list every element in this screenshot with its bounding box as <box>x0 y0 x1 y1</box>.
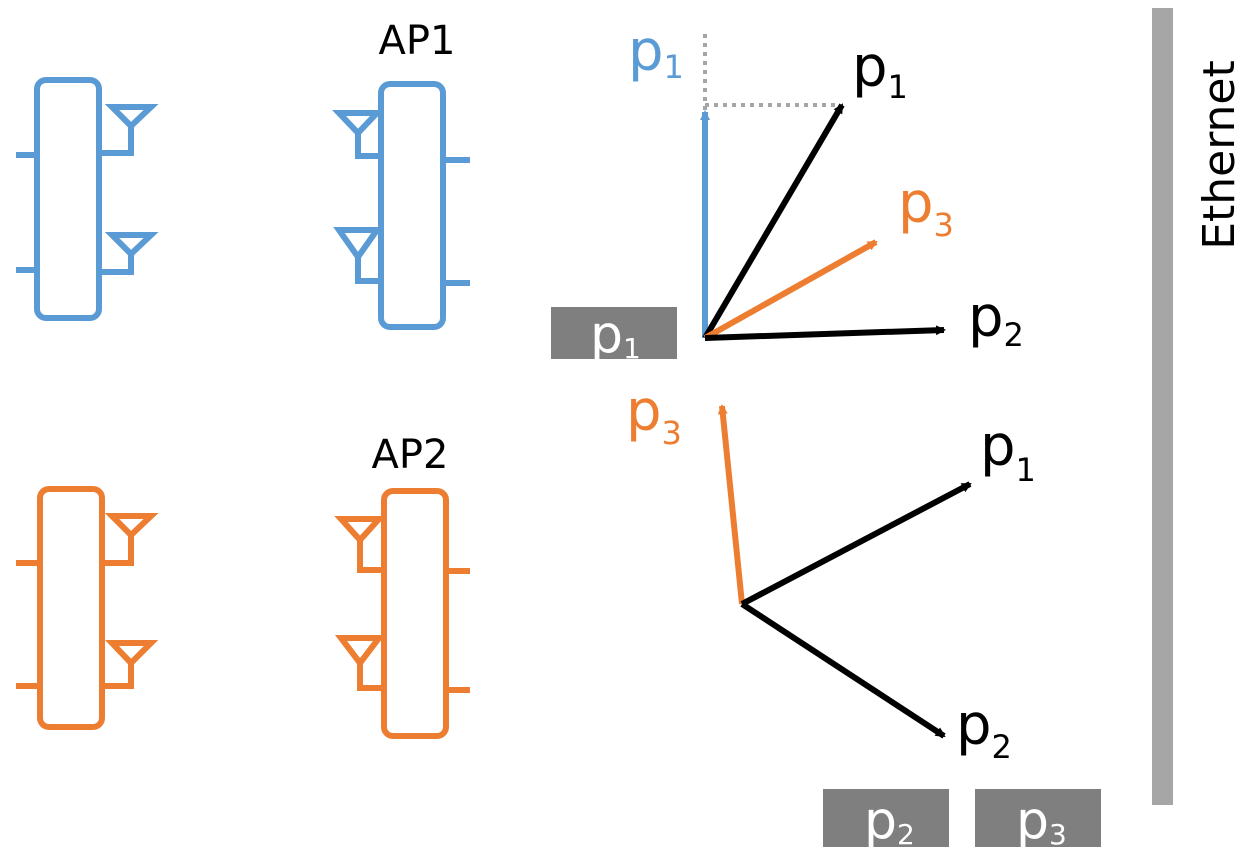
vector-arrow-orange-p3 <box>703 239 878 341</box>
blue-client-device <box>16 77 159 321</box>
vector-arrow-orange-p3 <box>717 404 745 605</box>
packet-box-p2-label: p2 <box>864 791 915 847</box>
vector-label-black-p1: p1 <box>852 35 908 106</box>
vector-label-orange-p3: p3 <box>898 171 954 244</box>
antenna-icon <box>334 635 386 691</box>
antenna-icon <box>102 640 159 689</box>
ethernet-label: Ethernet <box>1194 60 1245 250</box>
vector-label-black-p1: p1 <box>980 414 1036 489</box>
vector-label-black-p2: p2 <box>968 285 1024 354</box>
antenna-icon <box>332 110 384 159</box>
vector-label-black-p2: p2 <box>956 693 1012 766</box>
antenna-icon <box>334 516 386 573</box>
ap1-label: AP1 <box>379 18 456 64</box>
packet-box-p1: p1 <box>551 305 677 365</box>
antenna-icon <box>99 104 159 156</box>
antenna-icon <box>333 227 383 284</box>
vector-arrow-black-p1 <box>740 481 972 607</box>
packet-box-p1-label: p1 <box>590 305 641 365</box>
vector-label-orange-p3: p3 <box>626 379 682 452</box>
ethernet-bar <box>1152 8 1173 805</box>
packet-box-p3: p3 <box>975 789 1101 847</box>
ap1-device <box>332 81 470 330</box>
bottom-vector-diagram: p3 p1 p2 <box>626 379 1036 766</box>
antenna-icon <box>102 513 159 566</box>
ap2-device <box>334 488 470 739</box>
vector-arrow-black-p1 <box>702 103 845 340</box>
vector-arrow-black-p2 <box>740 601 946 739</box>
packet-box-p3-label: p3 <box>1016 791 1067 847</box>
vector-arrow-black-p2 <box>704 325 946 341</box>
ap2-label: AP2 <box>372 432 449 478</box>
packet-box-p2: p2 <box>823 789 949 847</box>
vector-label-blue-p1: p1 <box>628 19 684 86</box>
orange-client-device <box>16 486 159 730</box>
top-vector-diagram: p1 p1 p3 p2 <box>628 19 1024 354</box>
antenna-icon <box>99 232 159 275</box>
